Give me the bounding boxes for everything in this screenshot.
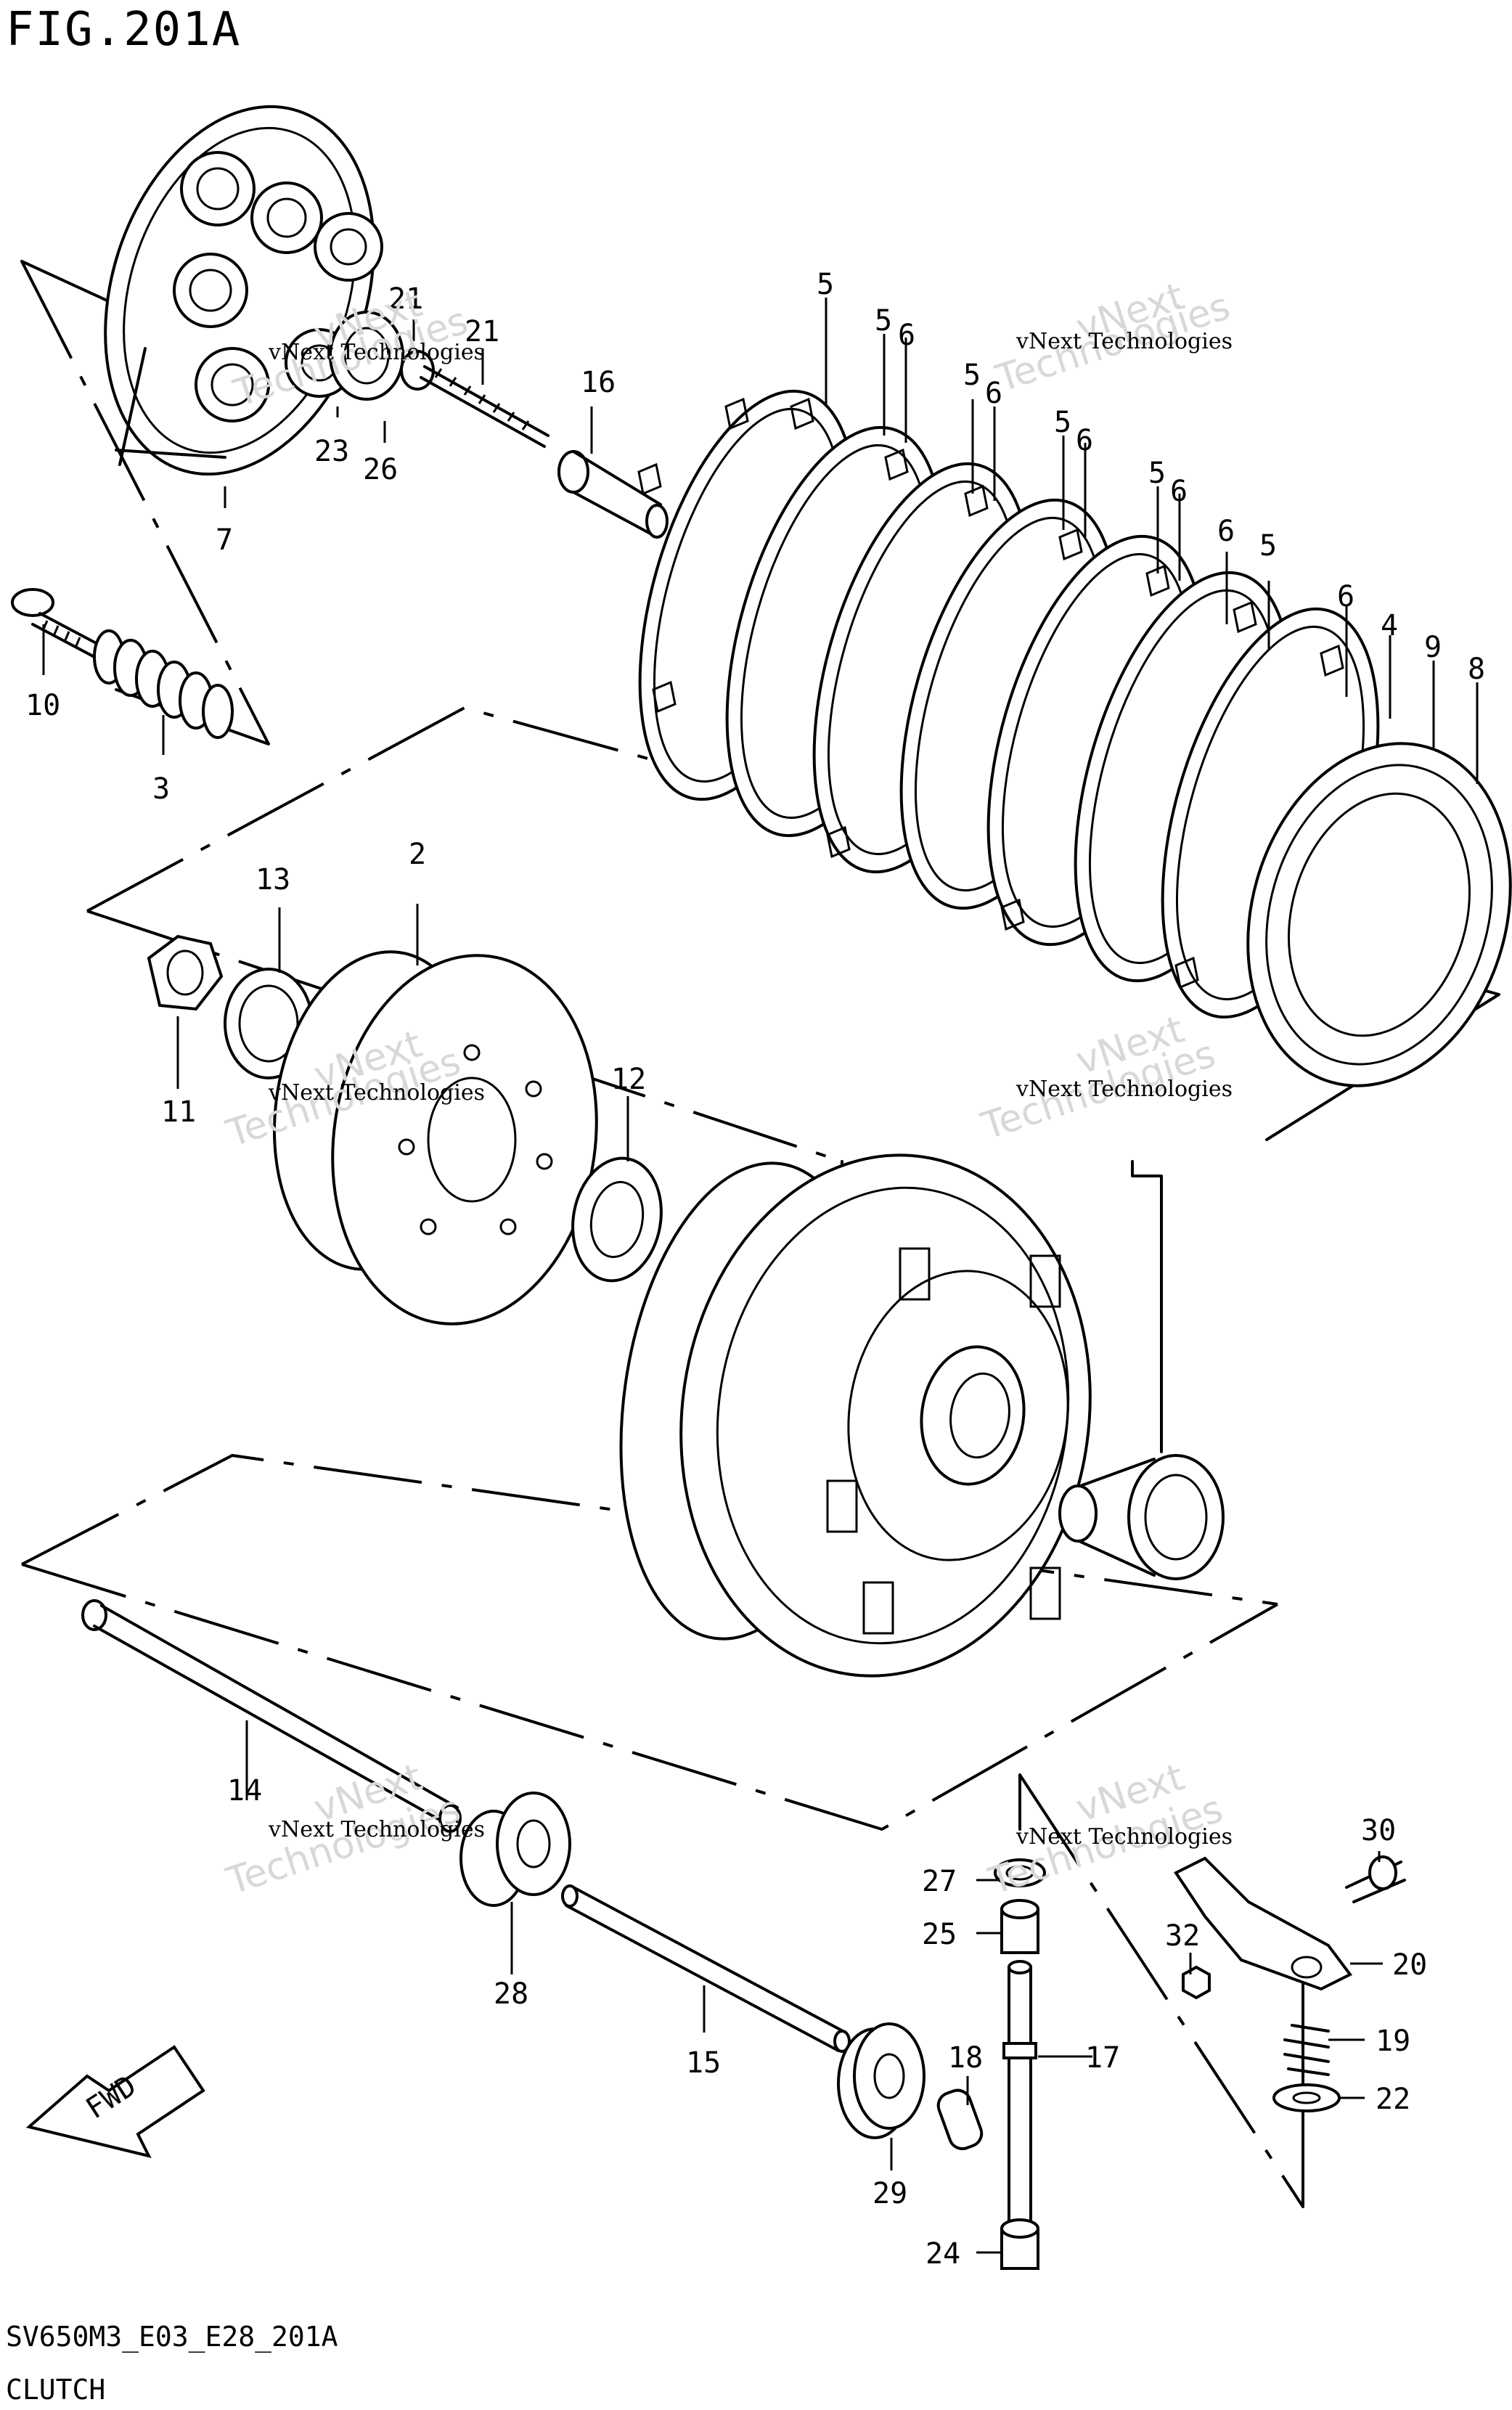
watermark-text-5: vNext Technologies: [268, 1817, 485, 1842]
callout-6f: 6: [1337, 580, 1354, 613]
callout-13: 13: [256, 863, 290, 896]
callout-21a: 21: [388, 282, 423, 316]
spring-bolt: [11, 588, 234, 739]
push-rod-long: [81, 1599, 462, 1833]
callout-5e: 5: [1148, 457, 1166, 490]
callout-5d: 5: [1054, 406, 1071, 439]
callout-5c: 5: [963, 359, 981, 392]
callout-6d: 6: [1170, 475, 1188, 508]
callout-25: 25: [922, 1918, 957, 1951]
callout-10: 10: [25, 689, 60, 722]
callout-29: 29: [873, 2177, 907, 2210]
watermark-text-2: vNext Technologies: [268, 340, 485, 365]
callout-20: 20: [1392, 1948, 1427, 1982]
fwd-arrow: FWD: [25, 2045, 205, 2158]
callout-2: 2: [409, 838, 426, 871]
clutch-plate-stack: [637, 389, 1512, 1087]
watermark-text-4: vNext Technologies: [1016, 1077, 1233, 1102]
push-rod-15: [561, 1884, 851, 2053]
callout-7: 7: [216, 523, 233, 557]
callout-32: 32: [1165, 1919, 1200, 1953]
callout-24: 24: [925, 2237, 960, 2271]
callout-4: 4: [1381, 609, 1398, 642]
callout-22: 22: [1376, 2083, 1410, 2116]
push-piece: [557, 450, 669, 539]
oil-seal-29: [837, 2022, 925, 2139]
callout-6a: 6: [898, 319, 915, 352]
watermark-text-1: vNext Technologies: [1016, 329, 1233, 354]
leader-lines: [42, 298, 1479, 2254]
thrust-washer: [571, 1156, 663, 1283]
callout-3: 3: [152, 772, 170, 806]
callout-21b: 21: [465, 315, 499, 348]
callout-17: 17: [1085, 2041, 1120, 2075]
diagram-name: CLUTCH: [6, 2374, 105, 2406]
spacer-sleeve: [1058, 1454, 1225, 1580]
callout-8: 8: [1468, 653, 1485, 686]
bearing-assembly: [329, 311, 549, 448]
diagram-code: SV650M3_E03_E28_201A: [6, 2321, 338, 2353]
callout-5a: 5: [817, 268, 834, 301]
callout-26: 26: [363, 453, 398, 486]
callout-16: 16: [581, 366, 616, 399]
release-shaft: [994, 1858, 1046, 2270]
watermark-text-3: vNext Technologies: [268, 1080, 485, 1106]
callout-5b: 5: [875, 304, 892, 338]
callout-23: 23: [314, 435, 349, 468]
pin-18: [936, 2088, 984, 2151]
callout-12: 12: [611, 1063, 646, 1096]
callout-30: 30: [1361, 1814, 1396, 1847]
bearing-28: [459, 1792, 571, 1907]
callout-28: 28: [494, 1977, 528, 2011]
watermark-text-6: vNext Technologies: [1016, 1824, 1233, 1850]
callout-5f: 5: [1259, 529, 1277, 563]
clutch-housing: [619, 1153, 1092, 1678]
callout-18: 18: [948, 2041, 983, 2075]
callout-14: 14: [227, 1774, 262, 1808]
callout-labels: 21 21 23 26 7 16 10 3 5 5 6 5 6 5 6 5 6 …: [25, 268, 1485, 2271]
release-lever: [1174, 1855, 1406, 2112]
callout-6c: 6: [1076, 424, 1093, 457]
callout-27: 27: [922, 1865, 957, 1898]
callout-6b: 6: [985, 377, 1002, 410]
callout-6e: 6: [1217, 515, 1235, 548]
callout-15: 15: [686, 2046, 721, 2080]
callout-11: 11: [161, 1095, 196, 1129]
clutch-sleeve-hub: [273, 950, 598, 1326]
callout-9: 9: [1424, 631, 1442, 664]
callout-19: 19: [1376, 2025, 1410, 2058]
figure-title: FIG.201A: [6, 3, 241, 57]
